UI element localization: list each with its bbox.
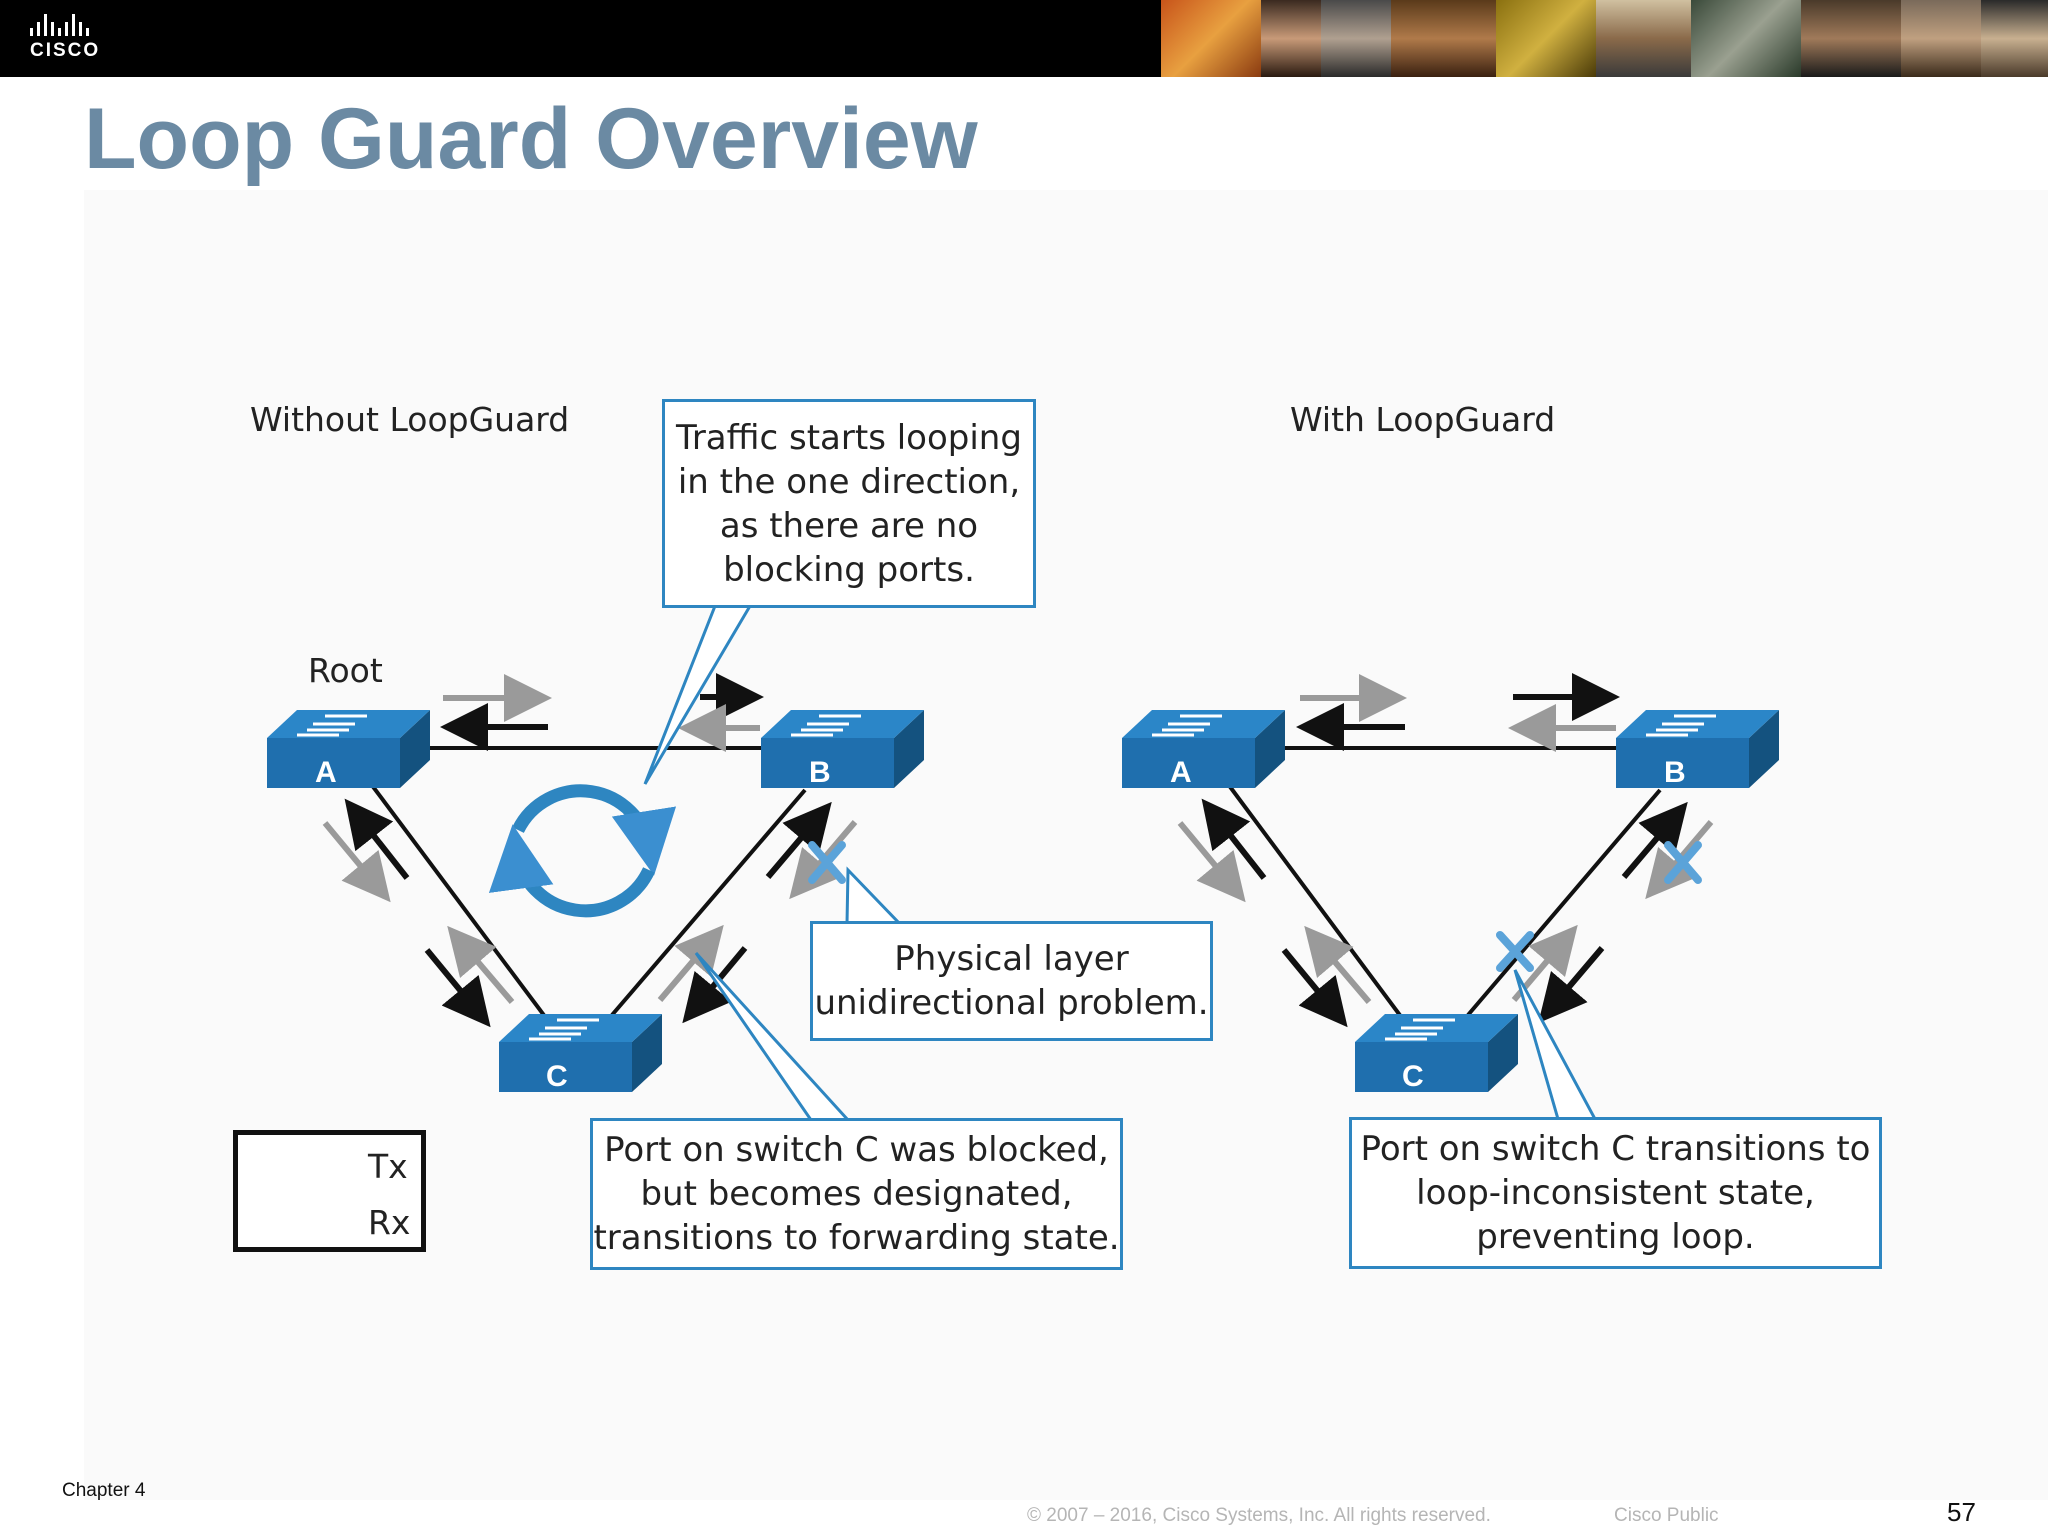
footer-copyright: © 2007 – 2016, Cisco Systems, Inc. All r… <box>1027 1505 1491 1526</box>
cisco-logo-bars-icon <box>30 14 120 36</box>
header-photo-strip <box>1161 0 2048 77</box>
link-b-c-left <box>610 788 807 1017</box>
callout-port-blocked: Port on switch C was blocked, but become… <box>590 1118 1123 1270</box>
link-a-c-left <box>366 778 548 1020</box>
callout-inconsistent-line-1: Port on switch C transitions to <box>1360 1129 1871 1169</box>
footer-classification: Cisco Public <box>1614 1505 1719 1526</box>
arrow-rx-a-up <box>344 798 410 880</box>
callout-blocked-line-2: but becomes designated, <box>640 1174 1073 1214</box>
legend-box: Tx Rx <box>233 1130 426 1252</box>
switch-c-right <box>1353 1012 1520 1094</box>
panel-heading-with: With LoopGuard <box>1290 400 1556 439</box>
switch-c-left-label: C <box>546 1060 568 1093</box>
callout-traffic-line-2: in the one direction, <box>677 461 1021 502</box>
arrow-tx-a-down <box>322 821 391 903</box>
cisco-logo-text: CISCO <box>30 40 101 61</box>
callout-blocked-line-1: Port on switch C was blocked, <box>604 1130 1109 1170</box>
callout-physical-line-2: unidirectional problem. <box>814 983 1209 1023</box>
callout-traffic-line-1: Traffic starts looping <box>676 417 1022 458</box>
callout-traffic-looping: Traffic starts looping in the one direct… <box>662 399 1036 608</box>
arrow-rx-b-up <box>765 801 832 879</box>
page-title: Loop Guard Overview <box>84 91 978 187</box>
callout-pointers-right <box>1513 969 1598 1121</box>
diagram-background <box>84 190 2048 1500</box>
callout-traffic-line-3: as there are no <box>719 505 979 546</box>
loop-cycle-icon <box>488 784 677 918</box>
switch-b-left <box>759 708 926 790</box>
link-b-c-right <box>1466 788 1662 1017</box>
panel-heading-without: Without LoopGuard <box>250 400 570 439</box>
switch-a-right <box>1120 708 1287 790</box>
callout-physical-layer: Physical layer unidirectional problem. <box>810 921 1213 1041</box>
callout-traffic-line-4: blocking ports. <box>723 549 975 590</box>
root-label: Root <box>308 651 383 690</box>
switch-a-right-label: A <box>1170 756 1192 789</box>
cisco-logo: CISCO <box>30 14 120 64</box>
fault-x-icon-right-c <box>1496 931 1534 972</box>
switch-b-right <box>1614 708 1781 790</box>
arrow-tx-c-to-b <box>657 924 724 1002</box>
right-links <box>1223 746 1662 1020</box>
arrow-tx-c-up <box>447 925 515 1004</box>
legend-tx-label: Tx <box>368 1147 408 1186</box>
page-number: 57 <box>1947 1497 1976 1527</box>
switch-c-right-label: C <box>1402 1060 1424 1093</box>
callout-loop-inconsistent: Port on switch C transitions to loop-inc… <box>1349 1117 1882 1269</box>
callout-blocked-line-3: transitions to forwarding state. <box>593 1218 1120 1258</box>
footer-chapter: Chapter 4 <box>62 1480 146 1501</box>
switch-c-left <box>497 1012 664 1094</box>
callout-physical-line-1: Physical layer <box>894 939 1129 979</box>
switch-b-right-label: B <box>1664 756 1686 789</box>
legend-rx-label: Rx <box>368 1203 411 1242</box>
callout-pointers-left <box>643 604 904 1122</box>
callout-inconsistent-line-3: preventing loop. <box>1476 1217 1755 1257</box>
fault-x-icon-left <box>808 841 846 884</box>
switch-a-left-label: A <box>315 756 337 789</box>
fault-x-icon-right-b <box>1664 841 1702 884</box>
switch-a-left <box>265 708 432 790</box>
arrow-rx-c-down <box>424 948 491 1028</box>
header-bar: CISCO <box>0 0 2048 77</box>
switch-b-left-label: B <box>809 756 831 789</box>
callout-inconsistent-line-2: loop-inconsistent state, <box>1416 1173 1815 1213</box>
link-a-c-right <box>1223 778 1404 1020</box>
